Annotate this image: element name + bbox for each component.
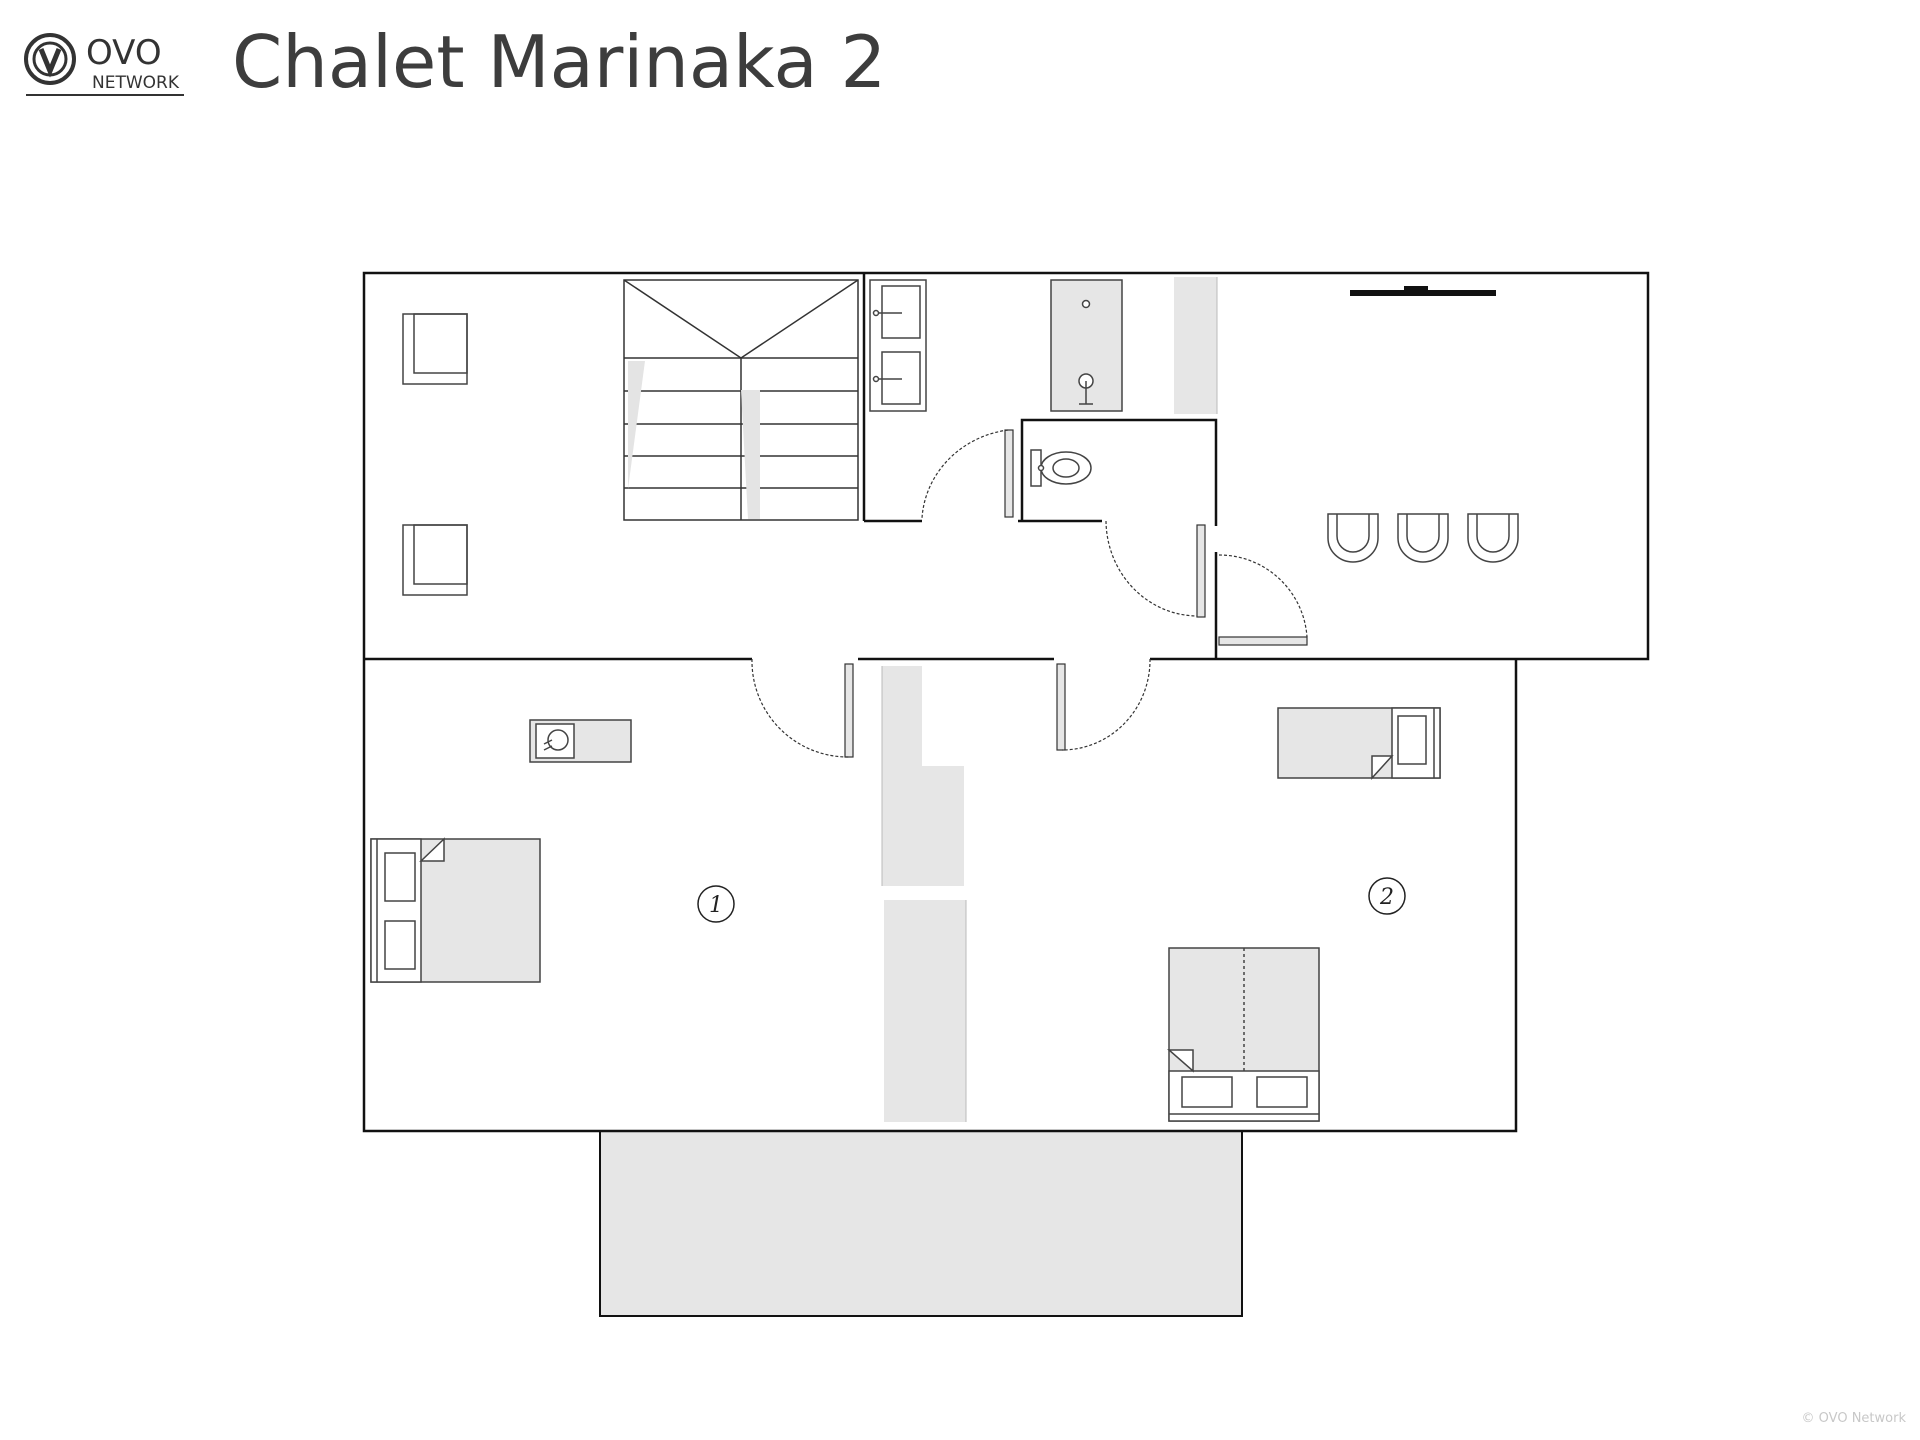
- twin-beds-room-2: [1167, 947, 1320, 1122]
- room-label-1-circle: [697, 885, 735, 923]
- wardrobe-fill-middle: [882, 666, 922, 766]
- copyright-text: © OVO Network: [1801, 1411, 1906, 1426]
- balcony-outline: [599, 1130, 1243, 1317]
- staircase: [623, 279, 859, 521]
- balcony-fill: [600, 1130, 1242, 1316]
- vanity: [869, 279, 927, 412]
- shower: [1050, 279, 1123, 412]
- room-label-2-number: 2: [1379, 885, 1394, 910]
- bar-stools: [1327, 513, 1519, 563]
- walls: [362, 271, 1650, 1317]
- stair-shading: [628, 361, 760, 519]
- logo-brand-text: OVO: [86, 33, 162, 73]
- room-label-1-number: 1: [709, 893, 723, 918]
- wardrobe-outlines: [881, 277, 1218, 1122]
- gray-fill-areas: [600, 277, 1242, 1316]
- room-label-1: 1: [697, 885, 735, 923]
- toilet: [1030, 449, 1092, 487]
- doors: [844, 429, 1308, 758]
- wardrobe-fill-middle-b: [882, 766, 964, 886]
- door-swings: [751, 429, 1308, 758]
- logo-sub-text: NETWORK: [92, 73, 180, 93]
- page-title: Chalet Marinaka 2: [232, 20, 887, 104]
- wc-walls: [1020, 418, 1218, 526]
- room-label-2: 2: [1368, 877, 1406, 915]
- double-bed-room-1: [370, 837, 541, 983]
- crib: [529, 719, 632, 763]
- room-label-2-circle: [1368, 877, 1406, 915]
- wardrobe-fill-lower: [884, 900, 966, 1122]
- ovo-network-logo: OVO NETWORK: [24, 33, 184, 96]
- outer-wall-upper: [362, 271, 1650, 661]
- tv: [1350, 286, 1496, 296]
- wardrobe-fill-upper: [1174, 277, 1217, 414]
- single-bed-room-2: [1277, 707, 1441, 780]
- bathroom-sinks: [869, 279, 927, 412]
- armchairs: [402, 313, 468, 596]
